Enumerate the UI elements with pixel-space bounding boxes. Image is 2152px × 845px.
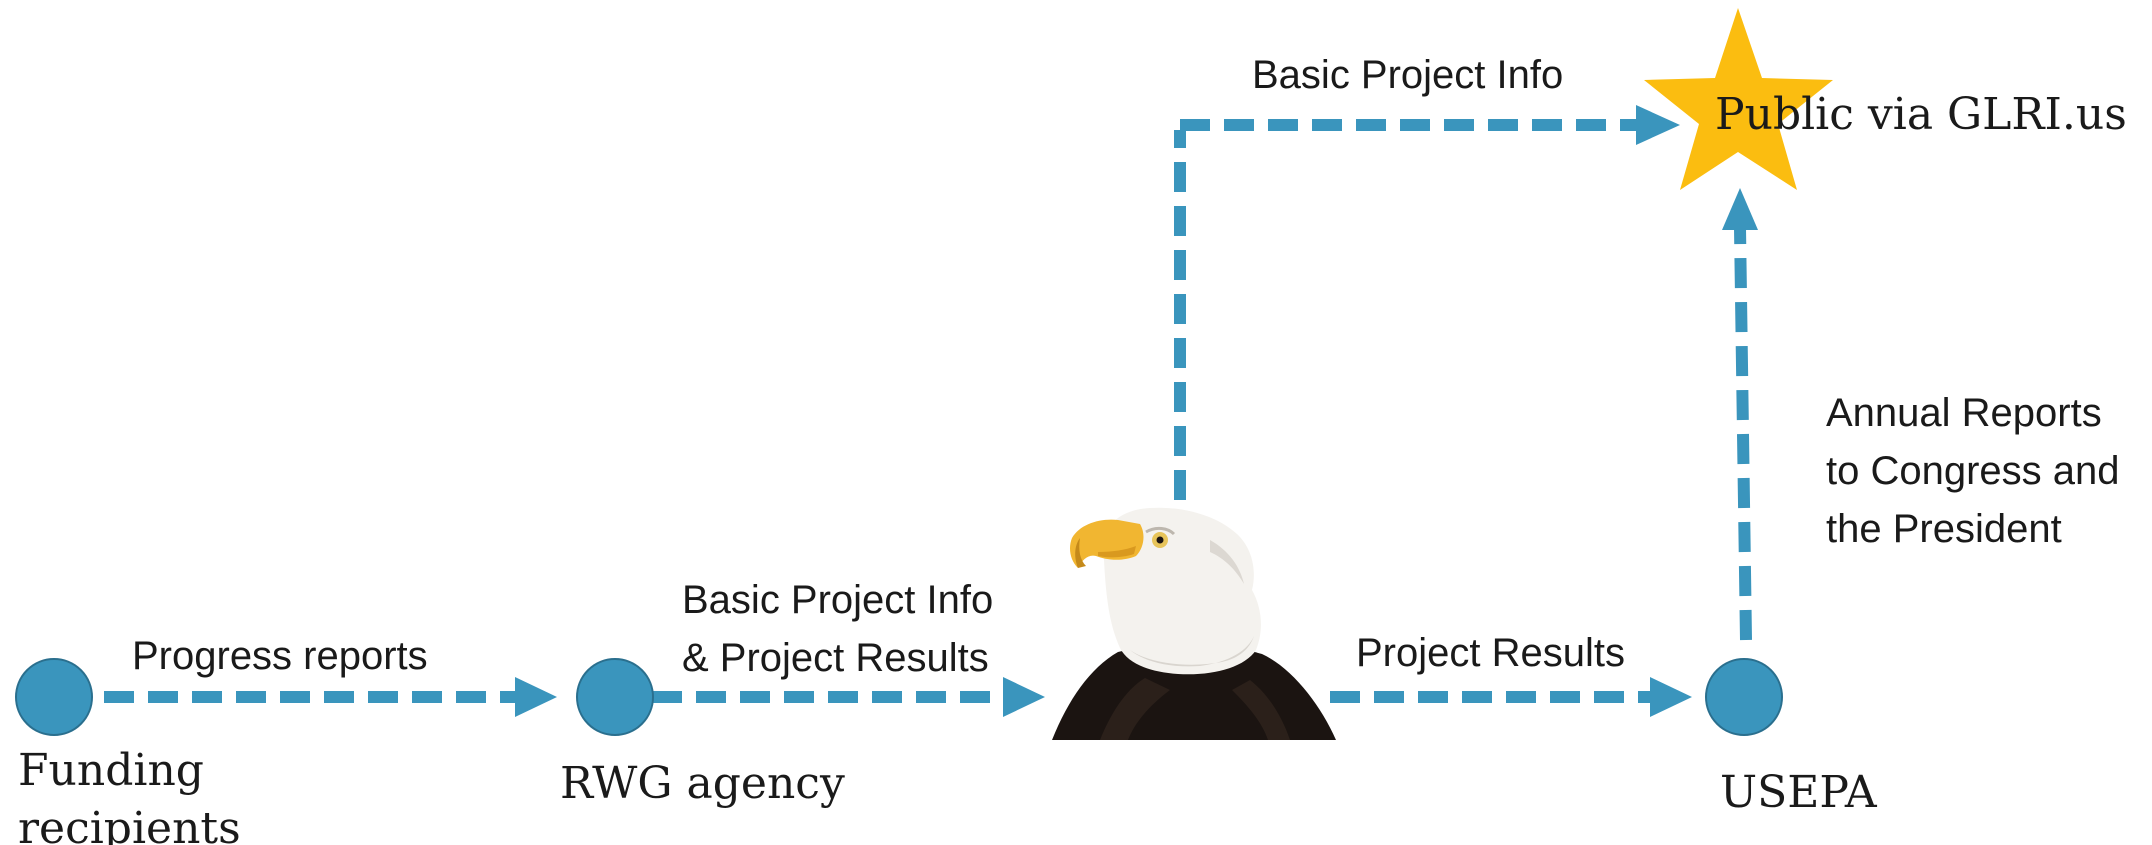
basic-project-info-top-label: Basic Project Info	[1252, 53, 1564, 97]
progress-reports-label: Progress reports	[132, 634, 428, 678]
rwg-agency-label: RWG agency	[560, 758, 845, 809]
star-icon	[1644, 8, 1833, 190]
public-label: Public via GLRI.us	[1715, 89, 2127, 140]
project-results-label: Project Results	[1356, 631, 1625, 675]
rwg-node	[576, 658, 654, 736]
annual-reports-label-line3: the President	[1826, 507, 2062, 551]
arrow-eagle-to-usepa	[1330, 677, 1692, 717]
arrow-rwg-to-eagle	[652, 677, 1045, 717]
annual-reports-label-line1: Annual Reports	[1826, 391, 2102, 435]
arrow-eagle-to-public	[1174, 105, 1680, 500]
funding-label-line2: recipients	[18, 803, 241, 845]
annual-reports-label-line2: to Congress and	[1826, 449, 2120, 493]
funding-node	[15, 658, 93, 736]
funding-label-line1: Funding	[18, 745, 204, 796]
basic-info-results-label-line1: Basic Project Info	[682, 578, 994, 622]
arrow-usepa-to-public	[1722, 188, 1758, 641]
usepa-label: USEPA	[1720, 767, 1877, 818]
bald-eagle-image	[1052, 507, 1336, 740]
usepa-node	[1705, 658, 1783, 736]
arrow-funding-to-rwg	[104, 677, 557, 717]
basic-info-results-label-line2: & Project Results	[682, 636, 989, 680]
